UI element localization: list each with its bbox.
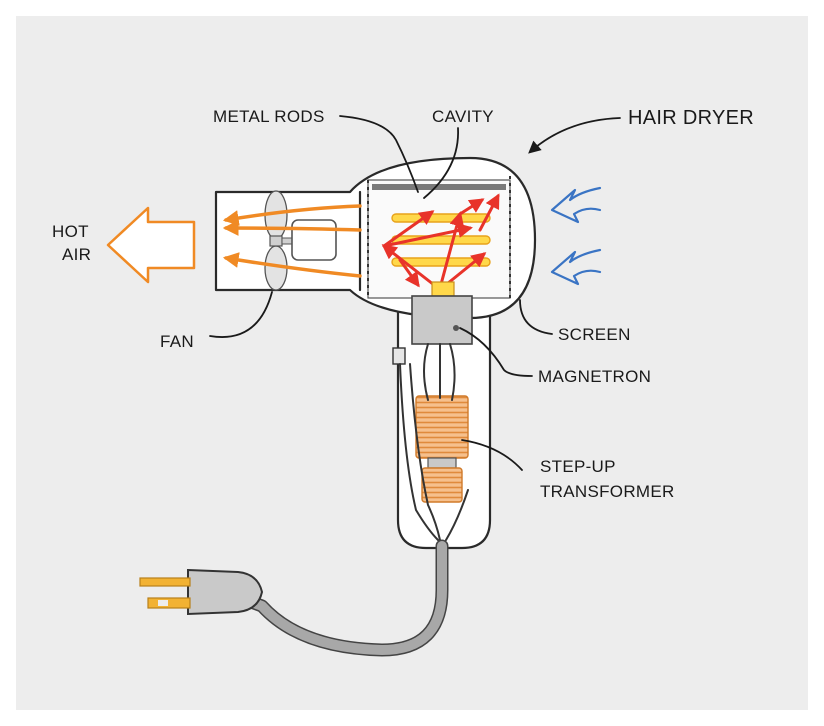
label-magnetron: MAGNETRON [538,367,651,386]
internal-wiring [399,343,469,541]
internal-hot-airflow [222,204,362,278]
hot-air-arrow [106,206,196,284]
label-hot-air-line2: AIR [62,245,91,264]
label-hair-dryer: HAIR DRYER [628,107,754,129]
label-metal-rods: METAL RODS [213,107,325,126]
label-transformer-line2: TRANSFORMER [540,482,675,501]
label-cavity: CAVITY [432,107,494,126]
screen-mesh [367,176,511,300]
microwave-rays [381,193,500,290]
power-plug [139,568,264,616]
power-switch [392,347,406,365]
air-intake-arrows [550,186,602,286]
label-screen: SCREEN [558,325,631,344]
label-hot-air-line1: HOT [52,222,89,241]
label-transformer-line1: STEP-UP [540,457,616,476]
label-fan: FAN [160,332,194,351]
metal-rods [391,213,491,267]
fan-motor [291,219,337,261]
magnetron [411,281,473,345]
step-up-transformer [415,395,469,503]
leader-lines [209,115,621,471]
